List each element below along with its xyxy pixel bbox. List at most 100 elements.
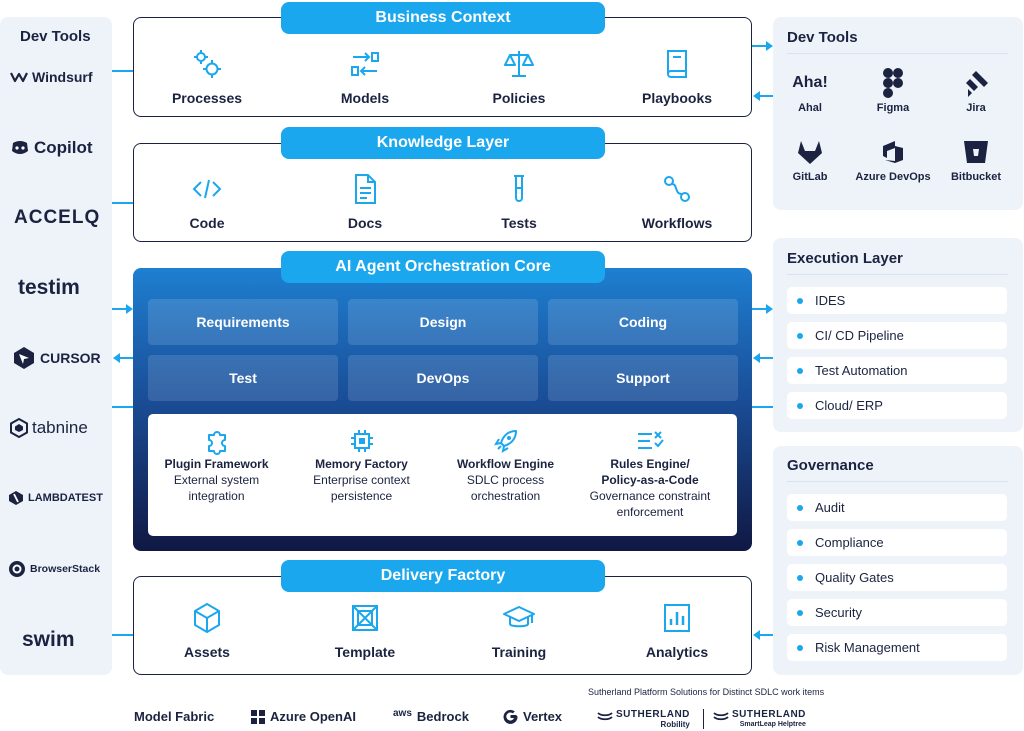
tool-bitbucket: Bitbucket <box>934 135 1018 183</box>
right-dev-tools-title: Dev Tools <box>787 29 858 46</box>
cursor-icon <box>14 347 34 369</box>
code-icon <box>192 179 222 199</box>
execution-layer-title: Execution Layer <box>787 250 903 267</box>
governance-item-quality-gates: Quality Gates <box>787 564 1007 591</box>
rocket-icon <box>493 430 517 454</box>
azure-devops-icon <box>883 141 903 163</box>
sutherland-smartleap-logo: SUTHERLAND SmartLeap Helptree <box>713 709 806 730</box>
browserstack-icon <box>9 561 25 577</box>
divider <box>787 53 1008 54</box>
arrow-right-icon <box>126 304 133 314</box>
chip-icon <box>350 430 373 452</box>
arrow-left-icon <box>113 353 120 363</box>
puzzle-icon <box>207 431 226 455</box>
test-tube-icon <box>514 175 524 202</box>
connector-left-delivery <box>112 634 133 636</box>
browserstack-logo: BrowserStack <box>8 557 108 581</box>
component-rules-engine: Rules Engine/ Policy-as-a-Code Governanc… <box>577 426 723 520</box>
accelq-logo: ACCELQ <box>14 207 101 228</box>
tabnine-logo: tabnine <box>10 416 110 440</box>
cursor-logo: CURSOR <box>12 346 112 370</box>
scales-icon <box>504 51 534 77</box>
left-dev-tools-title: Dev Tools <box>20 28 91 45</box>
tool-gitlab: GitLab <box>768 135 852 183</box>
tool-azure-devops: Azure DevOps <box>851 135 935 183</box>
knowledge-layer-title: Knowledge Layer <box>281 127 605 159</box>
divider <box>703 709 704 729</box>
core-tile-support: Support <box>548 355 738 401</box>
execution-item-ides: IDES <box>787 287 1007 314</box>
testim-logo: testim <box>18 276 80 299</box>
execution-item-test-automation: Test Automation <box>787 357 1007 384</box>
copilot-logo: Copilot <box>10 136 110 160</box>
delivery-item-template: Template <box>305 600 425 660</box>
gears-icon <box>194 50 221 78</box>
copilot-icon <box>12 141 28 154</box>
knowledge-item-docs: Docs <box>305 171 425 231</box>
connector-left-business <box>112 70 133 72</box>
governance-title: Governance <box>787 457 874 474</box>
arrow-right-icon <box>766 41 773 51</box>
arrow-right-icon <box>766 304 773 314</box>
connector-right-exec-in <box>760 357 773 359</box>
knowledge-item-tests: Tests <box>459 171 579 231</box>
sutherland-note: Sutherland Platform Solutions for Distin… <box>588 687 825 697</box>
tabnine-icon <box>10 418 28 438</box>
knowledge-item-workflows: Workflows <box>617 171 737 231</box>
divider <box>787 481 1008 482</box>
execution-item-cloud-erp: Cloud/ ERP <box>787 392 1007 419</box>
connector-right-governance <box>760 634 773 636</box>
component-memory-factory: Memory Factory Enterprise context persis… <box>289 426 434 504</box>
delivery-item-training: Training <box>459 600 579 660</box>
component-workflow-engine: Workflow Engine SDLC process orchestrati… <box>433 426 578 504</box>
core-tile-devops: DevOps <box>348 355 538 401</box>
connector-left-knowledge <box>112 202 133 204</box>
business-item-models: Models <box>305 46 425 106</box>
execution-item-cicd: CI/ CD Pipeline <box>787 322 1007 349</box>
component-plugin-framework: Plugin Framework External system integra… <box>144 426 289 504</box>
lambdatest-logo: LAMBDATEST <box>8 486 108 510</box>
rules-icon <box>638 431 664 449</box>
swap-arrows-icon <box>351 52 379 76</box>
workflow-icon <box>664 176 690 202</box>
core-title: AI Agent Orchestration Core <box>281 251 605 283</box>
connector-right-exec-out <box>752 308 766 310</box>
windsurf-logo: Windsurf <box>10 65 110 89</box>
divider <box>787 274 1008 275</box>
connector-left-core-in <box>112 308 126 310</box>
tool-aha: Aha! Ahal <box>792 74 828 114</box>
right-dev-tools-panel <box>773 17 1023 210</box>
governance-item-audit: Audit <box>787 494 1007 521</box>
connector-right-exec <box>752 406 773 408</box>
bar-chart-icon <box>664 604 690 632</box>
google-icon <box>503 709 518 724</box>
model-azure-openai: Azure OpenAI <box>251 709 356 724</box>
microsoft-icon <box>251 709 265 724</box>
sutherland-icon <box>597 712 613 721</box>
sutherland-robility-logo: SUTHERLAND Robility <box>597 709 690 730</box>
core-tile-design: Design <box>348 299 538 345</box>
governance-item-security: Security <box>787 599 1007 626</box>
business-item-playbooks: Playbooks <box>617 46 737 106</box>
business-item-processes: Processes <box>147 46 267 106</box>
delivery-factory-title: Delivery Factory <box>281 560 605 592</box>
arrow-left-icon <box>753 353 760 363</box>
connector-right-dev-out <box>752 45 766 47</box>
windsurf-icon <box>10 72 28 83</box>
lambdatest-icon <box>9 491 23 505</box>
gitlab-icon <box>798 141 822 164</box>
aws-icon: aws <box>393 708 412 719</box>
business-item-policies: Policies <box>459 46 579 106</box>
sutherland-icon <box>713 712 729 721</box>
tool-jira: Jira <box>934 66 1018 114</box>
document-icon <box>355 174 376 204</box>
book-icon <box>667 50 687 78</box>
arrow-left-icon <box>753 91 760 101</box>
swim-logo: swim <box>22 628 75 651</box>
core-tile-requirements: Requirements <box>148 299 338 345</box>
figma-icon <box>883 68 903 98</box>
aha-icon: Aha! <box>792 74 828 91</box>
business-context-title: Business Context <box>281 2 605 34</box>
model-fabric-label: Model Fabric <box>134 709 215 724</box>
delivery-factory-section <box>133 576 752 675</box>
